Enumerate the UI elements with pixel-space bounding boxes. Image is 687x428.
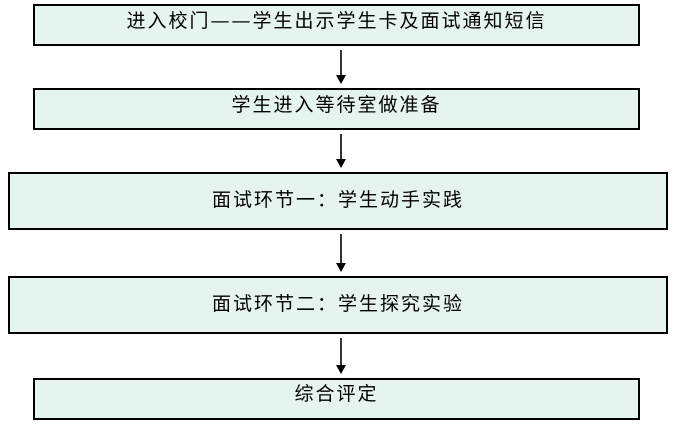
down-arrow-icon (331, 134, 351, 168)
down-arrow-icon (331, 338, 351, 374)
step-label: 面试环节一：学生动手实践 (211, 189, 464, 211)
down-arrow-icon (331, 50, 351, 84)
step-interview-practice: 面试环节一：学生动手实践 (8, 172, 668, 230)
step-label: 综合评定 (294, 383, 379, 405)
step-label: 面试环节二：学生探究实验 (211, 293, 464, 315)
step-waiting-room: 学生进入等待室做准备 (33, 88, 640, 130)
step-label: 学生进入等待室做准备 (231, 94, 442, 116)
step-enter-campus: 进入校门——学生出示学生卡及面试通知短信 (33, 4, 640, 46)
step-label: 进入校门——学生出示学生卡及面试通知短信 (126, 10, 547, 32)
down-arrow-icon (331, 234, 351, 272)
step-interview-experiment: 面试环节二：学生探究实验 (8, 276, 668, 334)
step-final-evaluation: 综合评定 (33, 378, 640, 420)
